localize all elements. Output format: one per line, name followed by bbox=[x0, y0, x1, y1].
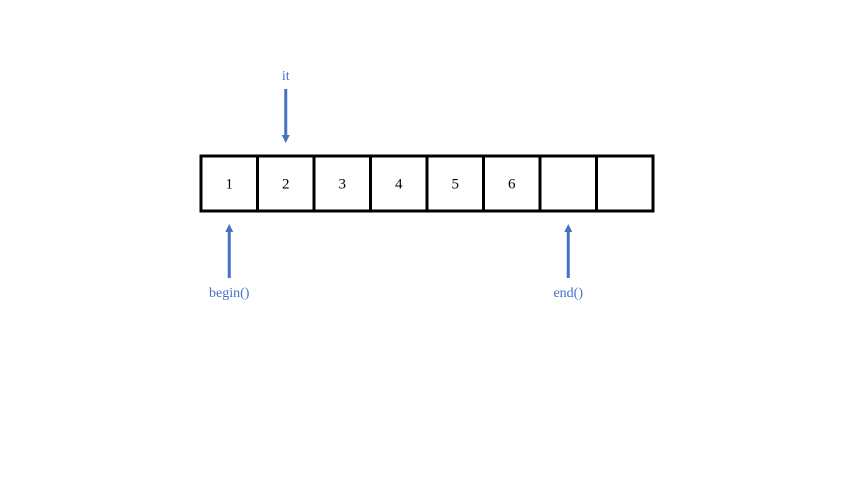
array-cell-box bbox=[199, 154, 259, 213]
begin-pointer: begin() bbox=[209, 224, 250, 301]
array-cell-box bbox=[595, 154, 655, 213]
it-label: it bbox=[282, 69, 290, 84]
array-cell-box bbox=[256, 154, 316, 213]
array-cell: 6 bbox=[482, 154, 542, 213]
array-cell-value: 6 bbox=[508, 177, 516, 193]
array-cell-value: 5 bbox=[452, 177, 460, 193]
array-cell-value: 3 bbox=[339, 177, 347, 193]
end-label: end() bbox=[553, 286, 583, 301]
end-pointer: end() bbox=[553, 224, 583, 301]
array-cell: 5 bbox=[425, 154, 485, 213]
array-cell: 4 bbox=[369, 154, 429, 213]
array-cell bbox=[595, 154, 655, 213]
array-cell: 2 bbox=[256, 154, 316, 213]
array-cell-box bbox=[312, 154, 372, 213]
array-cell-value: 2 bbox=[282, 177, 290, 193]
array-cell-box bbox=[425, 154, 485, 213]
array-cell-value: 1 bbox=[226, 177, 234, 193]
begin-label: begin() bbox=[209, 286, 250, 301]
array-cell: 1 bbox=[199, 154, 259, 213]
array-cell-box bbox=[538, 154, 598, 213]
array-cells: 1 2 3 4 5 6 bbox=[199, 154, 655, 213]
it-pointer: it bbox=[281, 69, 290, 143]
array-cell: 3 bbox=[312, 154, 372, 213]
array-cell bbox=[538, 154, 598, 213]
array-cell-value: 4 bbox=[395, 177, 403, 193]
